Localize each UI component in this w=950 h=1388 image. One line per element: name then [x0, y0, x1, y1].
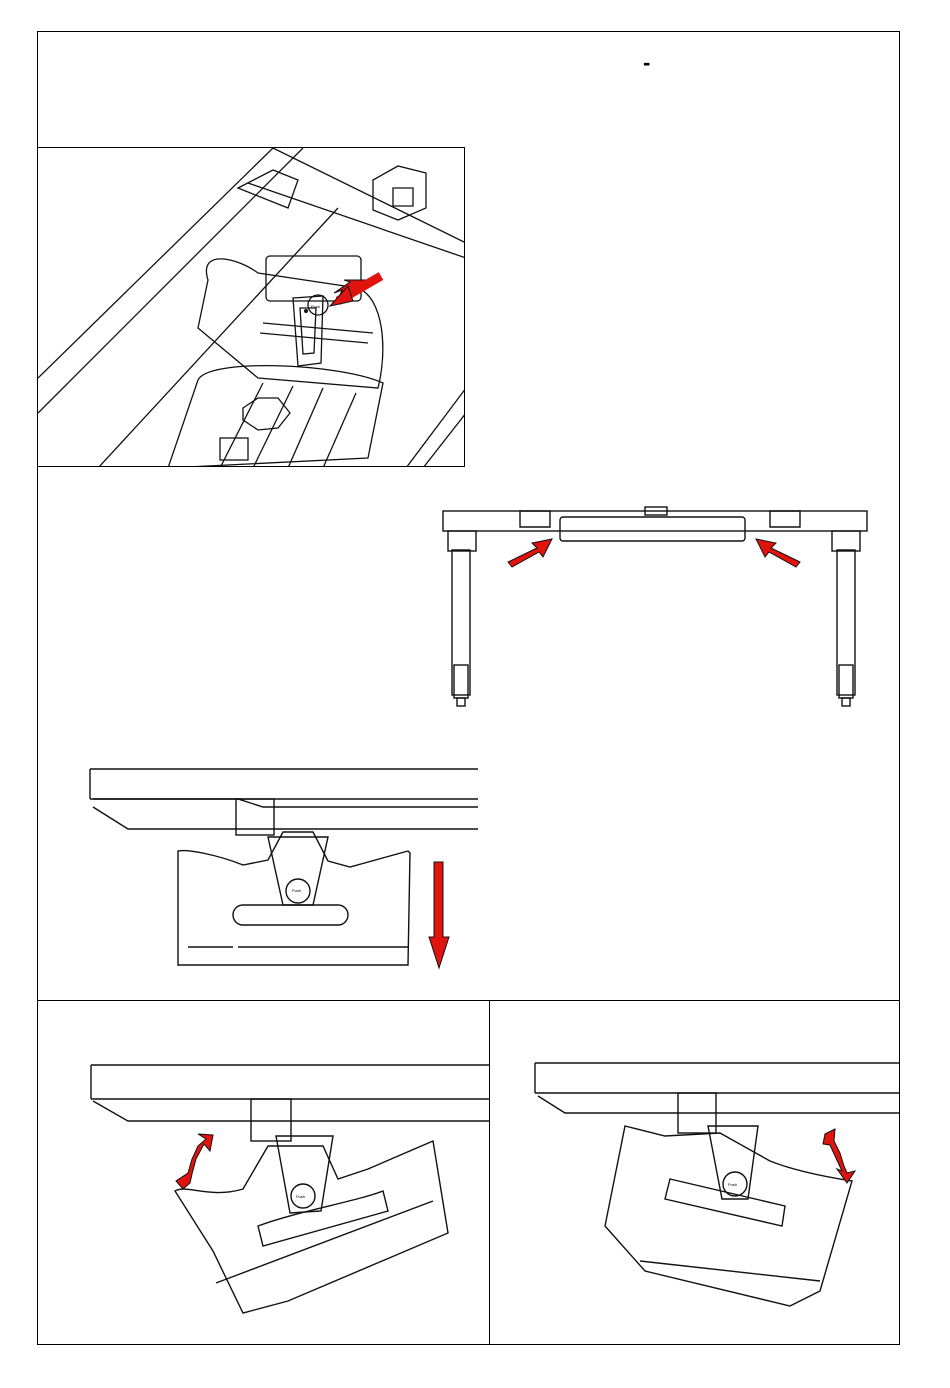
push-label-fig1: Push — [311, 304, 320, 309]
figure-1-drawing: Push — [38, 148, 465, 467]
header-symbol: - — [643, 52, 650, 74]
figure-3-drawer-pull-down: Push — [88, 765, 483, 980]
figure-5-drawer-tilt-right: Push — [489, 1000, 900, 1345]
push-label-fig5: Push — [728, 1182, 737, 1187]
figure-4-drawer-tilt-left: Push — [37, 1000, 490, 1345]
arrow-right-bracket — [756, 539, 800, 567]
arrow-down — [429, 862, 449, 968]
push-label-fig4: Push — [296, 1194, 305, 1199]
arrow-left-bracket — [508, 539, 552, 567]
figure-4-drawing: Push — [38, 1001, 490, 1345]
figure-2-desk-frame — [440, 505, 870, 720]
figure-5-drawing: Push — [490, 1001, 900, 1345]
arrow-double-curved-right — [823, 1129, 855, 1183]
push-label-fig3: Push — [292, 888, 301, 893]
arrow-double-curved-left — [176, 1134, 213, 1189]
figure-1-underside-lock: Push — [37, 147, 465, 467]
